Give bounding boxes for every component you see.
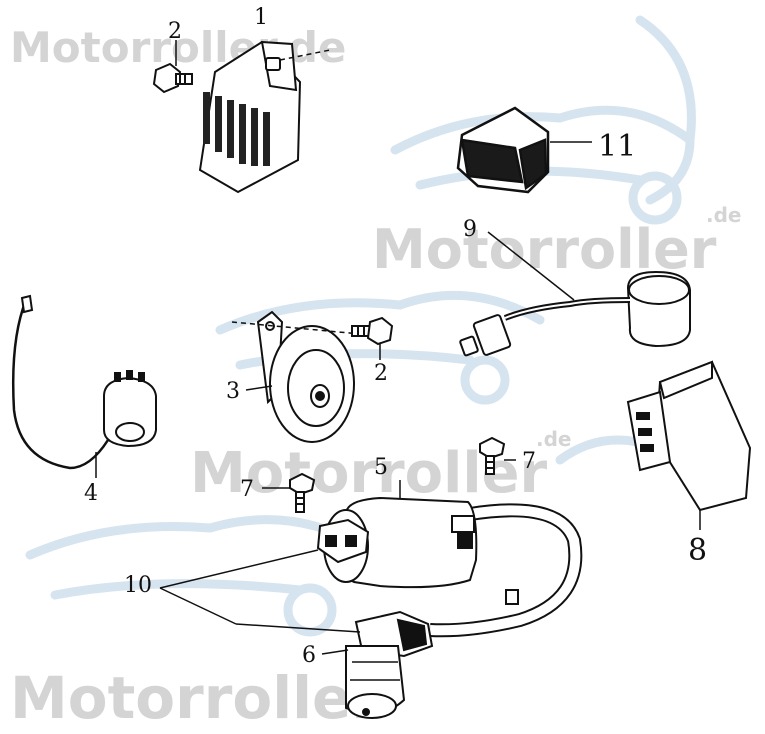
- callout-labels: 1 2 11 9 3 2 4 5 7 7 8 10 6: [84, 5, 707, 668]
- callout-9: 9: [463, 217, 477, 242]
- callout-7-right: 7: [522, 449, 536, 474]
- callout-4: 4: [84, 481, 98, 506]
- starter-relay-part: [11, 294, 157, 470]
- rubber-cover-part: [456, 106, 550, 194]
- callout-3: 3: [226, 379, 240, 404]
- callout-10: 10: [124, 573, 152, 598]
- leader-line-3: [245, 385, 273, 391]
- callout-11: 11: [598, 129, 636, 164]
- callout-1: 1: [254, 5, 268, 30]
- callout-2-top: 2: [168, 19, 182, 44]
- regulator-rectifier-part: [198, 40, 331, 194]
- watermark-brand-bottom: Motorroller: [10, 664, 380, 732]
- watermark-brand-right: Motorroller: [372, 218, 717, 281]
- horn-part: [231, 310, 361, 443]
- bolt-part-horn: [351, 316, 394, 346]
- callout-8: 8: [688, 533, 707, 568]
- screw-part-right: [479, 436, 506, 475]
- watermark-suffix-middle: .de: [536, 427, 571, 451]
- leader-line-6: [321, 649, 349, 655]
- cdi-unit-part: [626, 360, 752, 512]
- callout-6: 6: [302, 643, 316, 668]
- watermark: Motorroller.de Motorroller .de Motorroll…: [10, 15, 741, 732]
- leader-line-9: [487, 231, 575, 301]
- callout-5: 5: [374, 455, 388, 480]
- ignition-coil-part: [316, 496, 583, 638]
- bolt-part-top: [152, 62, 193, 94]
- leader-lines-10: [159, 549, 361, 633]
- flasher-relay-part: [459, 270, 691, 357]
- callout-2-horn: 2: [374, 361, 388, 386]
- spark-plug-cap-part: [345, 610, 434, 719]
- callout-7-left: 7: [240, 477, 254, 502]
- watermark-suffix-right: .de: [706, 203, 741, 227]
